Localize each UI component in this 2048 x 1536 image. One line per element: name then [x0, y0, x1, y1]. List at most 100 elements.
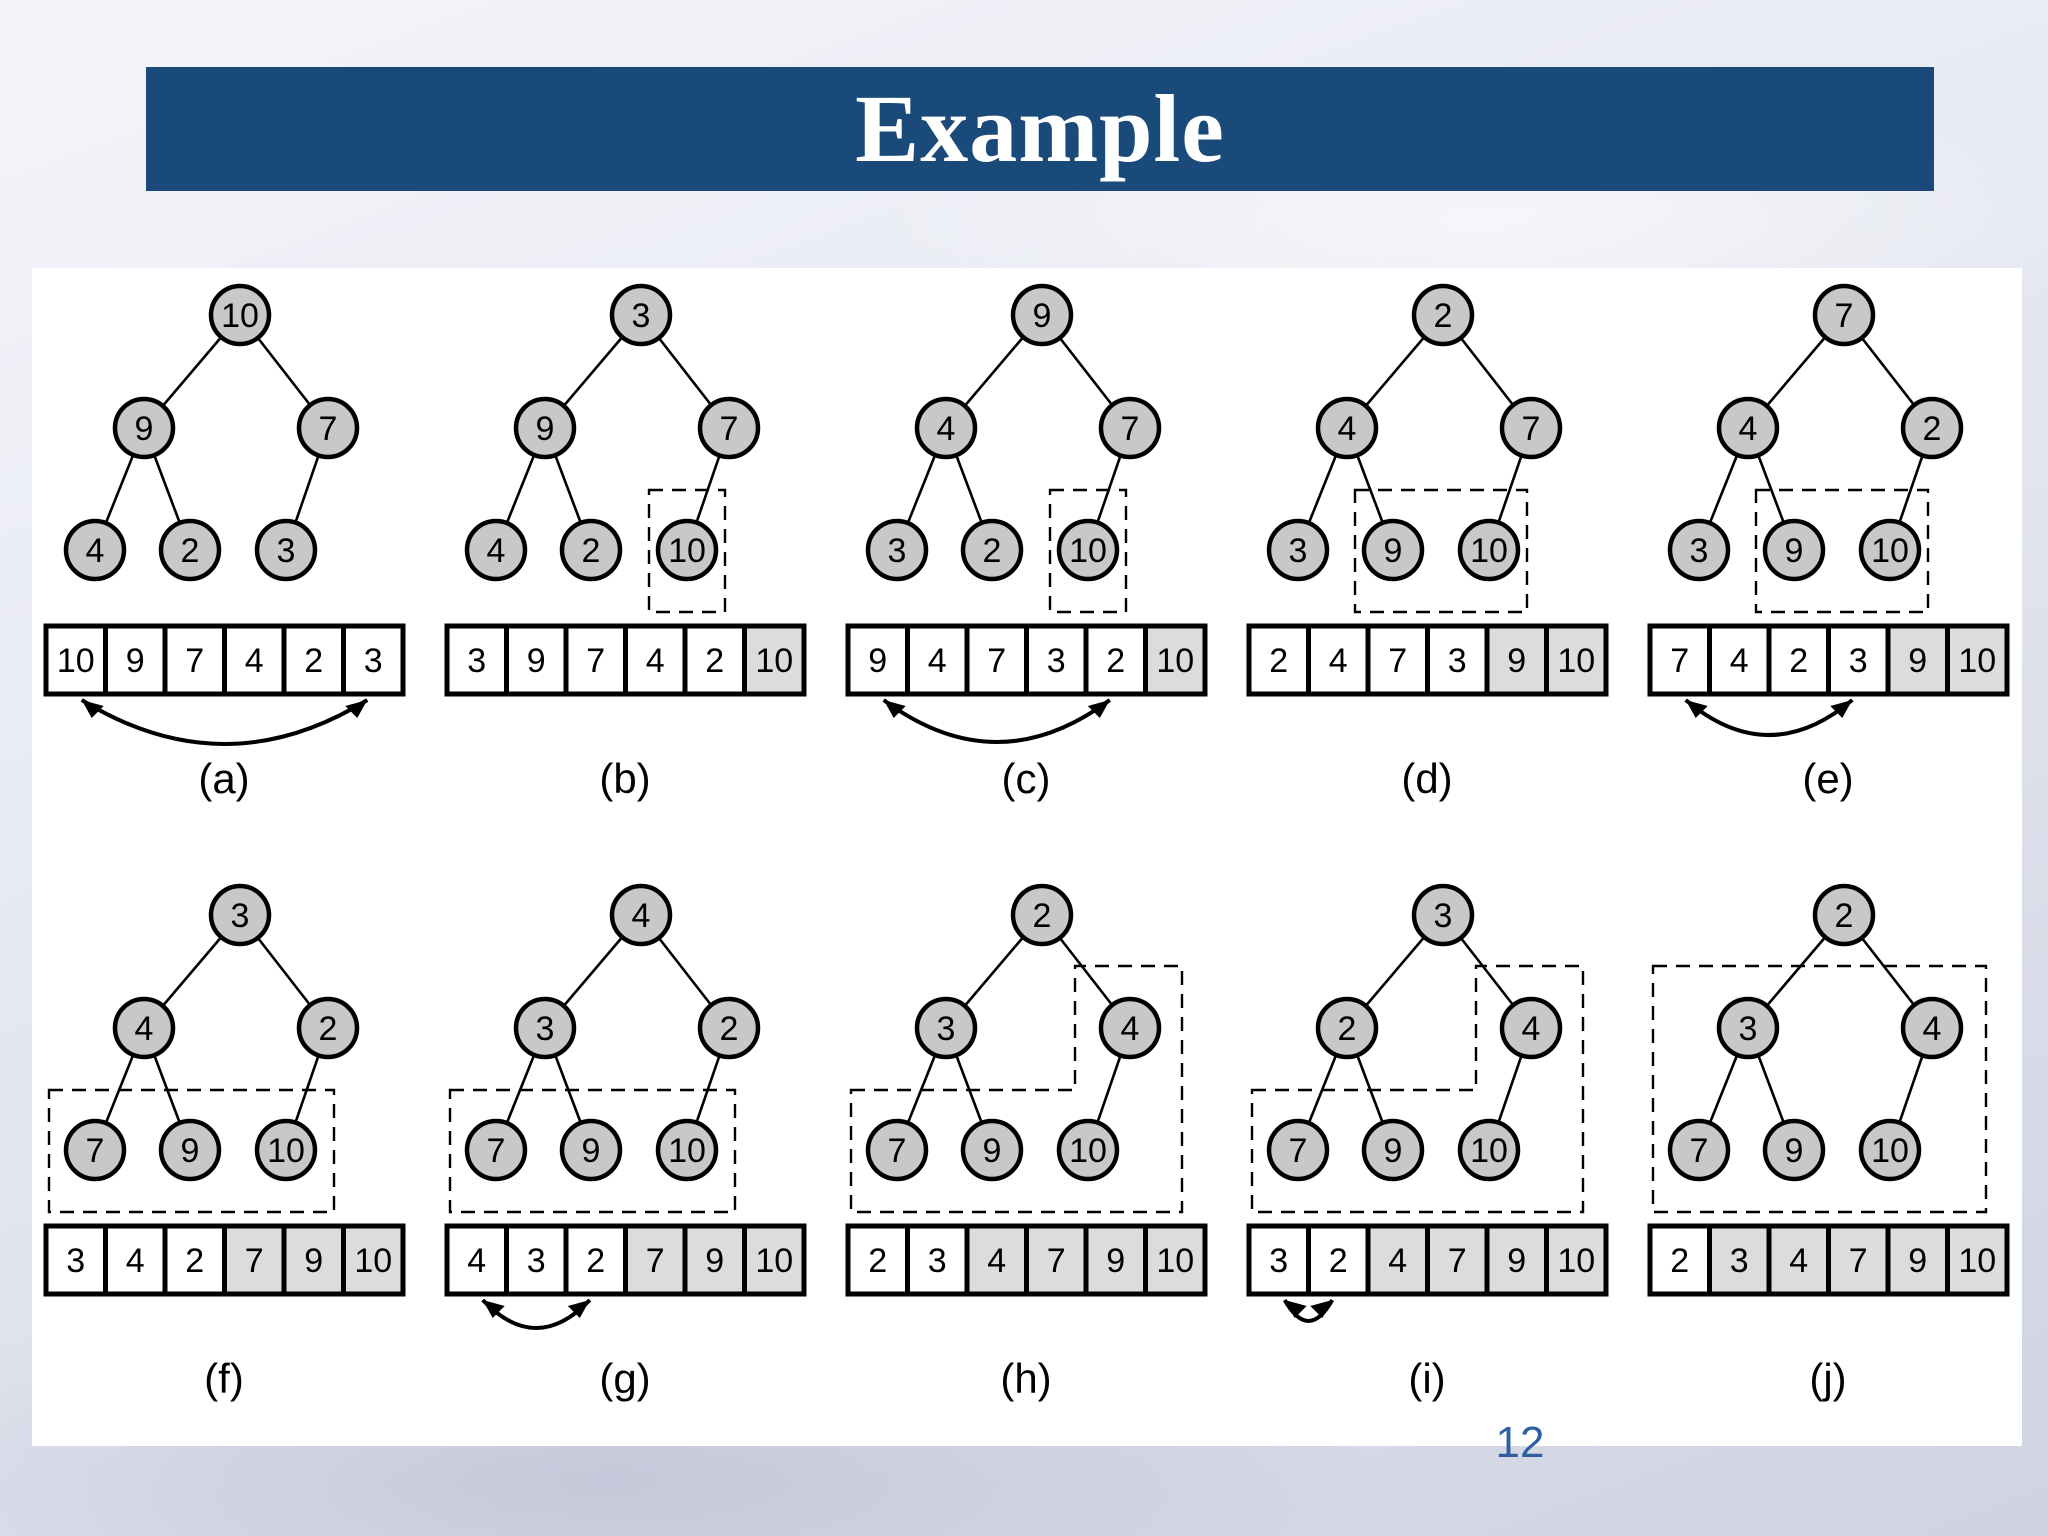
tree-node-label: 10 [1871, 1132, 1909, 1170]
array-cell [682, 1223, 747, 1297]
array-cell-label: 9 [868, 642, 887, 680]
sorted-group-box [1353, 488, 1529, 614]
tree-node-label: 4 [1338, 410, 1357, 448]
tree-node [1361, 518, 1425, 582]
array-cell [1544, 1223, 1609, 1297]
arrowhead [1310, 1300, 1333, 1318]
tree-edge [562, 336, 624, 407]
array-cell-label: 3 [1849, 642, 1868, 680]
array-cell [1647, 623, 1712, 697]
array-cell [1945, 623, 2010, 697]
tree-node-label: 7 [1522, 410, 1541, 448]
tree-node-label: 7 [319, 410, 338, 448]
array-cell-label: 3 [1730, 1242, 1749, 1280]
swap-arrow [882, 698, 1111, 744]
array-cell [1143, 1223, 1208, 1297]
tree-node [1667, 1118, 1731, 1182]
tree-node [697, 396, 761, 460]
array-cell [1885, 1223, 1950, 1297]
tree-node [513, 996, 577, 1060]
array-cell [341, 1223, 406, 1297]
array-cell [905, 623, 970, 697]
tree-node-label: 10 [1069, 532, 1107, 570]
tree-edge [1898, 454, 1924, 524]
tree-node-label: 4 [135, 1010, 154, 1048]
array-cell-label: 4 [1388, 1242, 1407, 1280]
step-caption: (j) [1809, 1355, 1846, 1402]
tree-node-label: 7 [1835, 297, 1854, 335]
step-caption: (g) [599, 1355, 650, 1402]
tree-edge [1364, 336, 1426, 407]
array-cell-label: 7 [1388, 642, 1407, 680]
tree-edge [955, 1054, 983, 1124]
tree-node [1098, 396, 1162, 460]
tree-edge [1307, 1054, 1338, 1124]
tree-edge [153, 454, 181, 524]
array-cell [1365, 623, 1430, 697]
tree-node-label: 9 [582, 1132, 601, 1170]
array-cell [742, 1223, 807, 1297]
tree-node [914, 996, 978, 1060]
step-caption: (h) [1000, 1355, 1051, 1402]
tree-node-label: 7 [1690, 1132, 1709, 1170]
tree-edge [657, 337, 713, 406]
tree-node-label: 7 [86, 1132, 105, 1170]
tree-node-label: 10 [668, 532, 706, 570]
tree-node-label: 2 [181, 532, 200, 570]
tree-node [1056, 1118, 1120, 1182]
tree-node-label: 4 [937, 410, 956, 448]
array-cell [1766, 1223, 1831, 1297]
tree-edge [963, 936, 1025, 1007]
array-cell [43, 1223, 108, 1297]
tree-node-label: 7 [487, 1132, 506, 1170]
tree-edge [153, 1054, 181, 1124]
tree-edge [554, 1054, 582, 1124]
tree-node [112, 396, 176, 460]
array-cell [1246, 623, 1311, 697]
tree-edge [906, 454, 937, 524]
tree-node [1499, 396, 1563, 460]
array-cell [845, 1223, 910, 1297]
tree-edge [1096, 1054, 1122, 1124]
tree-node-label: 3 [1289, 532, 1308, 570]
array-cell-label: 7 [1670, 642, 1689, 680]
tree-node-label: 9 [135, 410, 154, 448]
array-cell-label: 7 [987, 642, 1006, 680]
step-caption: (f) [204, 1355, 244, 1402]
tree-node-label: 9 [983, 1132, 1002, 1170]
array-cell [742, 623, 807, 697]
tree-node-label: 9 [1384, 532, 1403, 570]
sorted-group-box [448, 1088, 737, 1214]
array-cell-label: 2 [185, 1242, 204, 1280]
array-cell-label: 3 [66, 1242, 85, 1280]
array-cell-label: 2 [868, 1242, 887, 1280]
tree-node-label: 4 [1923, 1010, 1942, 1048]
tree-node [1667, 518, 1731, 582]
tree-edge [1708, 1054, 1739, 1124]
array-cell [504, 1223, 569, 1297]
array-cell-label: 2 [304, 642, 323, 680]
array-cell [1544, 623, 1609, 697]
tree-edge [256, 337, 312, 406]
tree-node [1762, 518, 1826, 582]
tree-edge [1356, 454, 1384, 524]
arrowhead [567, 1300, 590, 1318]
array-cell-label: 3 [527, 1242, 546, 1280]
tree-node [63, 518, 127, 582]
swap-arrow [1684, 698, 1854, 737]
array-cell-label: 4 [467, 1242, 486, 1280]
arrowhead [482, 1300, 505, 1318]
tree-node [208, 283, 272, 347]
tree-node [1499, 996, 1563, 1060]
array-cell-label: 4 [126, 1242, 145, 1280]
tree-node [914, 396, 978, 460]
tree-node-label: 10 [1470, 1132, 1508, 1170]
slide-number: 12 [1495, 1418, 1545, 1467]
array-cell-label: 10 [354, 1242, 392, 1280]
sorted-group-box [1651, 964, 1988, 1214]
array-cell [444, 1223, 509, 1297]
tree-node-label: 10 [1871, 532, 1909, 570]
tree-node-label: 2 [582, 532, 601, 570]
